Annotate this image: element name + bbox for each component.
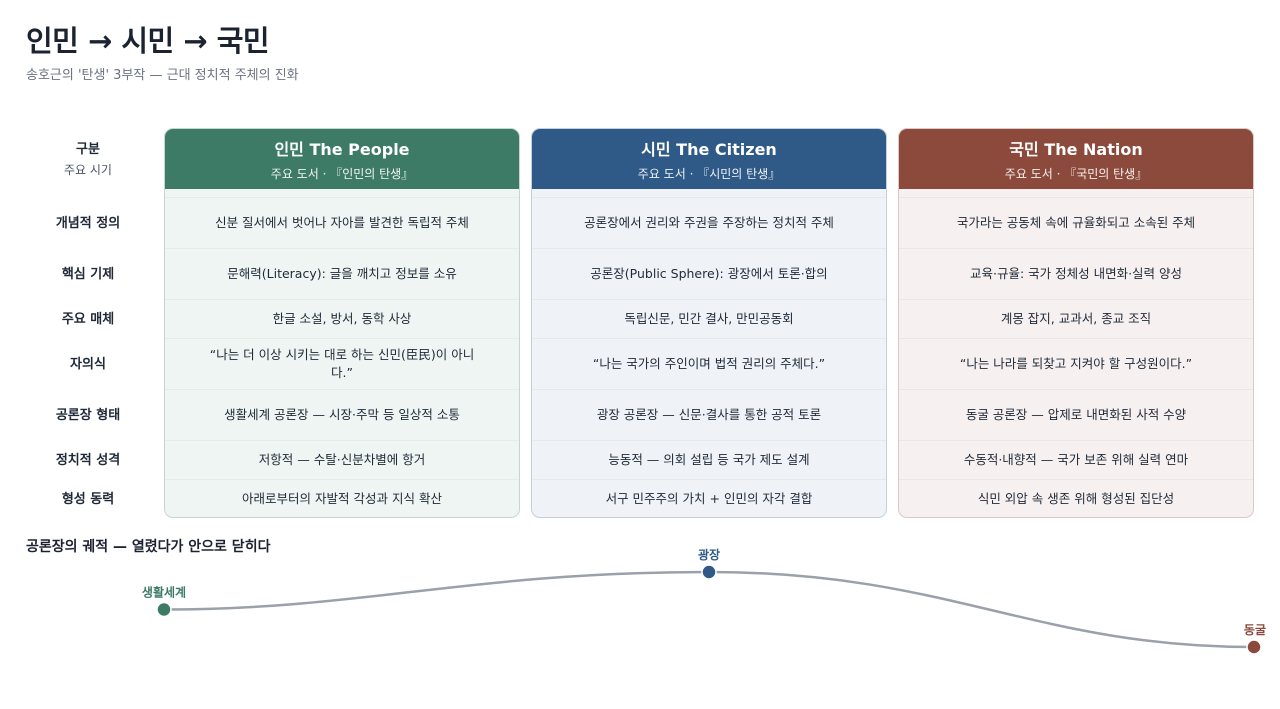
header-label: 구분: [76, 142, 100, 157]
page-subtitle: 송호근의 '탄생' 3부작 — 근대 정치적 주체의 진화: [26, 68, 299, 83]
column-book: 주요 도서 · 『시민의 탄생』: [637, 167, 781, 181]
row-label-media: 주요 매체: [61, 311, 115, 327]
table-cell: 독립신문, 민간 결사, 만민공동회: [532, 299, 886, 338]
column-header-people: 인민 The People 주요 도서 · 『인민의 탄생』: [165, 129, 519, 189]
table-cell: “나는 더 이상 시키는 대로 하는 신민(臣民)이 아니다.”: [165, 338, 519, 389]
table-cell: 문해력(Literacy): 글을 깨치고 정보를 소유: [165, 248, 519, 299]
trajectory-point-label: 동굴: [1244, 623, 1266, 637]
row-label-public-sphere: 공론장 형태: [55, 407, 121, 423]
column-book: 주요 도서 · 『인민의 탄생』: [270, 167, 414, 181]
page-title: 인민 → 시민 → 국민: [26, 24, 270, 58]
column-header-citizen: 시민 The Citizen 주요 도서 · 『시민의 탄생』: [532, 129, 886, 189]
table-cell: 능동적 — 의회 설립 등 국가 제도 설계: [532, 440, 886, 479]
table-cell: “나는 나라를 되찾고 지켜야 할 구성원이다.”: [899, 338, 1253, 389]
table-cell: 수동적·내향적 — 국가 보존 위해 실력 연마: [899, 440, 1253, 479]
table-cell: 서구 민주주의 가치 + 인민의 자각 결합: [532, 479, 886, 517]
row-label-political-character: 정치적 성격: [55, 452, 121, 468]
row-label-self-consciousness: 자의식: [70, 356, 106, 372]
column-book: 주요 도서 · 『국민의 탄생』: [1004, 167, 1148, 181]
table-cell: 교육·규율: 국가 정체성 내면화·실력 양성: [899, 248, 1253, 299]
column-header-nation: 국민 The Nation 주요 도서 · 『국민의 탄생』: [899, 129, 1253, 189]
table-cell: 아래로부터의 자발적 각성과 지식 확산: [165, 479, 519, 517]
trajectory-point-label: 생활세계: [142, 585, 186, 600]
table-cell: 공론장에서 권리와 주권을 주장하는 정치적 주체: [532, 197, 886, 248]
trajectory-title: 공론장의 궤적 — 열렸다가 안으로 닫히다: [26, 539, 271, 555]
trajectory-point: [156, 601, 172, 618]
row-label-mechanism: 핵심 기제: [61, 266, 115, 282]
column-card-people: 인민 The People 주요 도서 · 『인민의 탄생』 신분 질서에서 벗…: [164, 128, 520, 518]
header-sublabel: 주요 시기: [64, 163, 112, 177]
row-label-definition: 개념적 정의: [55, 215, 121, 231]
table-cell: 한글 소설, 방서, 동학 사상: [165, 299, 519, 338]
trajectory-point: [701, 564, 717, 580]
table-cell: “나는 국가의 주인이며 법적 권리의 주체다.”: [532, 338, 886, 389]
table-cell: 동굴 공론장 — 압제로 내면화된 사적 수양: [899, 389, 1253, 440]
table-cell: 공론장(Public Sphere): 광장에서 토론·합의: [532, 248, 886, 299]
table-cell: 저항적 — 수탈·신분차별에 항거: [165, 440, 519, 479]
trajectory-curve: [163, 570, 1255, 649]
table-cell: 생활세계 공론장 — 시장·주막 등 일상적 소통: [165, 389, 519, 440]
column-card-citizen: 시민 The Citizen 주요 도서 · 『시민의 탄생』 공론장에서 권리…: [531, 128, 887, 518]
table-cell: 계몽 잡지, 교과서, 종교 조직: [899, 299, 1253, 338]
column-card-nation: 국민 The Nation 주요 도서 · 『국민의 탄생』 국가라는 공동체 …: [898, 128, 1254, 518]
table-cell: 신분 질서에서 벗어나 자아를 발견한 독립적 주체: [165, 197, 519, 248]
column-title: 국민 The Nation: [1009, 140, 1143, 159]
header-label-cell: 구분 주요 시기: [20, 128, 156, 188]
table-cell: 광장 공론장 — 신문·결사를 통한 공적 토론: [532, 389, 886, 440]
trajectory-point: [1246, 639, 1262, 655]
column-title: 인민 The People: [274, 140, 410, 159]
column-title: 시민 The Citizen: [641, 140, 777, 159]
trajectory-point-label: 광장: [698, 547, 720, 562]
table-cell: 국가라는 공동체 속에 규율화되고 소속된 주체: [899, 197, 1253, 248]
row-label-driving-force: 형성 동력: [61, 491, 115, 507]
table-cell: 식민 외압 속 생존 위해 형성된 집단성: [899, 479, 1253, 517]
